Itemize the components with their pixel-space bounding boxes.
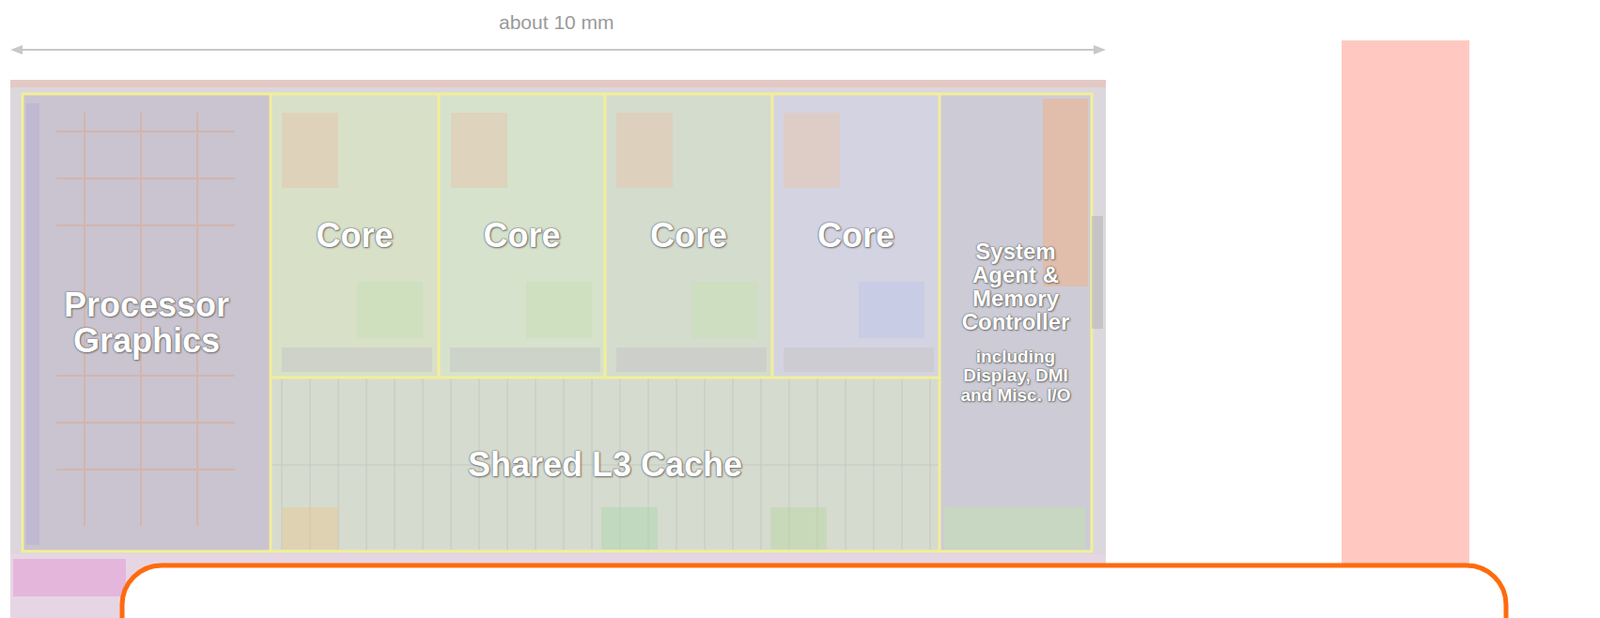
die-ground [10, 79, 1106, 618]
dimension-line [13, 48, 1103, 51]
die-edge [10, 79, 1106, 88]
arrow-head [1093, 45, 1106, 55]
block-name: System Agent & Memory Controller [945, 239, 1087, 335]
callout-box [122, 565, 1507, 618]
core-area [605, 93, 773, 378]
core-area [438, 93, 606, 378]
block-name: Core [482, 217, 560, 254]
block-name: Processor Graphics [28, 287, 265, 359]
core-block: Core [772, 93, 940, 378]
graphics-edge [26, 103, 40, 545]
graphics-block: Processor Graphics [22, 93, 271, 552]
graphics-area [22, 93, 271, 552]
block-note: including Display, DMI and Misc. I/O [945, 347, 1087, 407]
cache-area [270, 377, 940, 552]
core-block: Core [605, 93, 773, 378]
agent-block: System Agent & Memory Controller includin… [939, 93, 1092, 552]
block-outline [22, 93, 1092, 552]
cache-block: Shared L3 Cache [270, 377, 940, 552]
cache-texture [270, 377, 940, 552]
agent-io [944, 507, 1086, 549]
block-name: Shared L3 Cache [467, 447, 743, 483]
core-block: Core [438, 93, 606, 378]
block-name: Core [650, 217, 728, 254]
core-texture [281, 112, 934, 373]
core-block: Core [270, 93, 439, 378]
agent-area [939, 93, 1092, 552]
arrow-head [10, 45, 23, 55]
side-bar [1341, 40, 1470, 618]
core-area [270, 93, 439, 378]
io-pad [13, 559, 126, 597]
dimension-label: about 10 mm [498, 11, 615, 34]
block-name: Core [817, 217, 895, 254]
block-name: Core [315, 217, 393, 254]
die-edge [1091, 216, 1103, 329]
core-area [772, 93, 940, 378]
cache-tint [281, 507, 827, 550]
